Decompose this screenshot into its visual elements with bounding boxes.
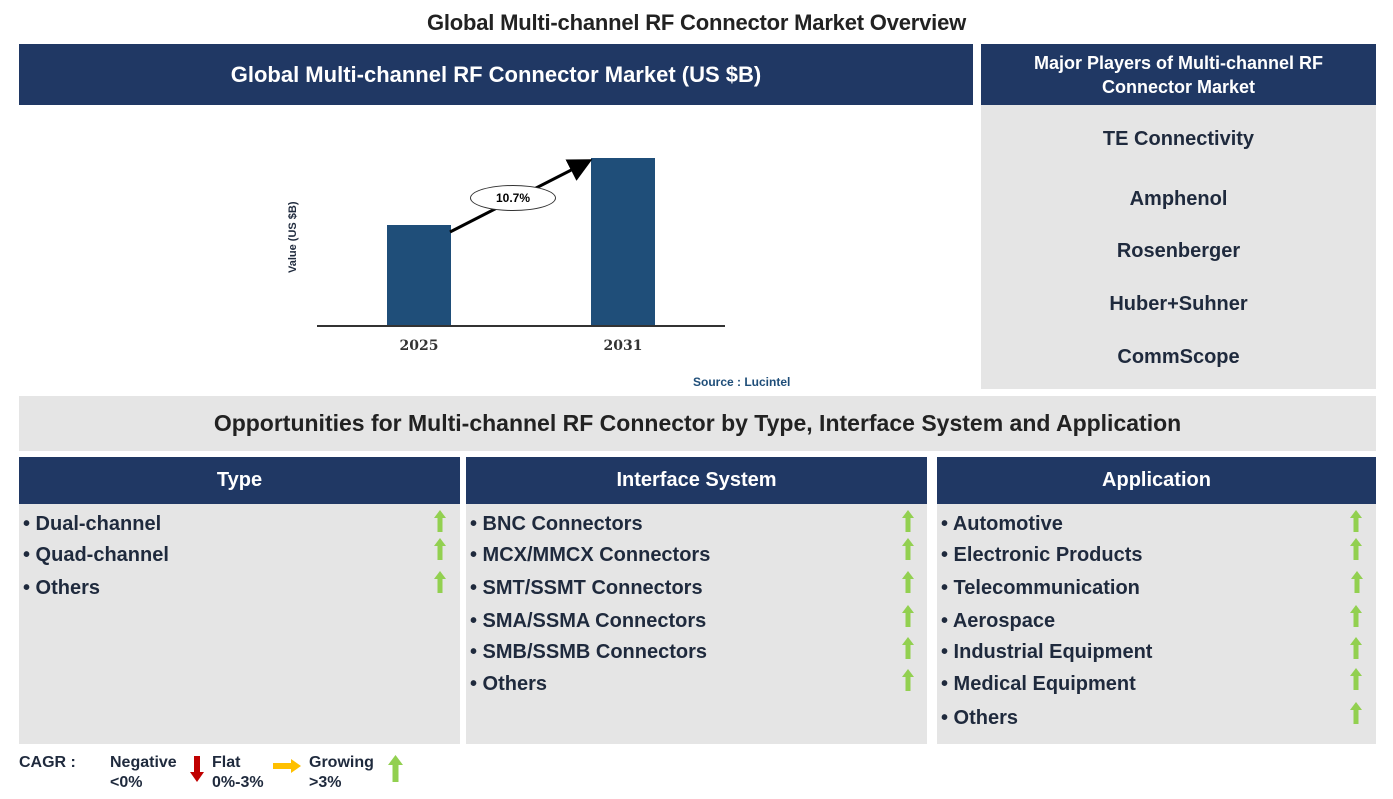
- list-item: • SMT/SSMT Connectors: [470, 577, 703, 599]
- up-arrow-icon: [434, 538, 446, 560]
- up-arrow-icon: [1350, 510, 1362, 532]
- page-title: Global Multi-channel RF Connector Market…: [426, 10, 967, 35]
- chart-panel-header: Global Multi-channel RF Connector Market…: [19, 44, 973, 105]
- list-item: • Automotive: [941, 513, 1063, 535]
- up-arrow-icon: [1351, 571, 1363, 593]
- legend-flat-name: Flat: [212, 754, 241, 771]
- list-item: • Medical Equipment: [941, 673, 1136, 695]
- column-header-interface-system: Interface System: [466, 457, 927, 504]
- list-item: • Electronic Products: [941, 544, 1143, 566]
- player-item: CommScope: [1117, 346, 1240, 368]
- up-arrow-icon: [388, 755, 403, 782]
- up-arrow-icon: [902, 637, 914, 659]
- players-header: Major Players of Multi-channel RF Connec…: [981, 44, 1376, 105]
- list-item: • Dual-channel: [23, 513, 162, 535]
- list-item: • Quad-channel: [23, 544, 169, 566]
- right-arrow-icon: [273, 759, 301, 773]
- column-header-type: Type: [19, 457, 460, 504]
- growth-arrow-icon: [449, 159, 593, 234]
- column-body-interface-system: • BNC Connectors • MCX/MMCX Connectors •…: [466, 504, 927, 744]
- bar-2031: [591, 158, 655, 325]
- list-item: • Others: [470, 673, 548, 695]
- list-item: • SMA/SSMA Connectors: [470, 610, 707, 632]
- player-item: Amphenol: [1129, 188, 1228, 210]
- legend-label: CAGR :: [19, 754, 76, 771]
- x-tick-2031: 2031: [603, 338, 643, 354]
- down-arrow-icon: [190, 756, 204, 782]
- legend-flat: Flat 0%-3%: [212, 753, 264, 793]
- up-arrow-icon: [902, 510, 914, 532]
- column-body-application: • Automotive • Electronic Products • Tel…: [937, 504, 1376, 744]
- cagr-annotation: 10.7%: [470, 185, 556, 211]
- up-arrow-icon: [902, 571, 914, 593]
- up-arrow-icon: [1350, 702, 1362, 724]
- up-arrow-icon: [902, 605, 914, 627]
- legend-flat-range: 0%-3%: [212, 774, 264, 791]
- player-item: TE Connectivity: [1102, 128, 1255, 150]
- bar-2025: [387, 225, 451, 325]
- up-arrow-icon: [902, 669, 914, 691]
- list-item: • MCX/MMCX Connectors: [470, 544, 711, 566]
- player-item: Huber+Suhner: [1109, 293, 1248, 315]
- up-arrow-icon: [1350, 637, 1362, 659]
- source-note: Source : Lucintel: [693, 375, 791, 389]
- legend-negative-name: Negative: [110, 754, 177, 771]
- players-list: TE Connectivity Amphenol Rosenberger Hub…: [981, 105, 1376, 389]
- opportunities-header: Opportunities for Multi-channel RF Conne…: [19, 396, 1376, 451]
- legend-growing-range: >3%: [309, 774, 342, 791]
- legend-growing-name: Growing: [309, 754, 374, 771]
- player-item: Rosenberger: [1116, 240, 1241, 262]
- up-arrow-icon: [434, 510, 446, 532]
- list-item: • Industrial Equipment: [941, 641, 1153, 663]
- up-arrow-icon: [902, 538, 914, 560]
- list-item: • Aerospace: [941, 610, 1056, 632]
- legend-negative-range: <0%: [110, 774, 143, 791]
- up-arrow-icon: [1350, 668, 1362, 690]
- up-arrow-icon: [1350, 605, 1362, 627]
- column-body-type: • Dual-channel • Quad-channel • Others: [19, 504, 460, 744]
- list-item: • Others: [23, 577, 101, 599]
- legend-growing: Growing >3%: [309, 753, 374, 793]
- up-arrow-icon: [434, 571, 446, 593]
- legend-negative: Negative <0%: [110, 753, 177, 793]
- column-header-application: Application: [937, 457, 1376, 504]
- up-arrow-icon: [1350, 538, 1362, 560]
- x-tick-2025: 2025: [399, 338, 439, 354]
- list-item: • Others: [941, 707, 1019, 729]
- bar-chart: Value (US $B) 2025 2031 10.7% Source : L…: [19, 105, 973, 389]
- list-item: • BNC Connectors: [470, 513, 643, 535]
- list-item: • SMB/SSMB Connectors: [470, 641, 708, 663]
- x-axis-line: [317, 325, 725, 327]
- list-item: • Telecommunication: [941, 577, 1140, 599]
